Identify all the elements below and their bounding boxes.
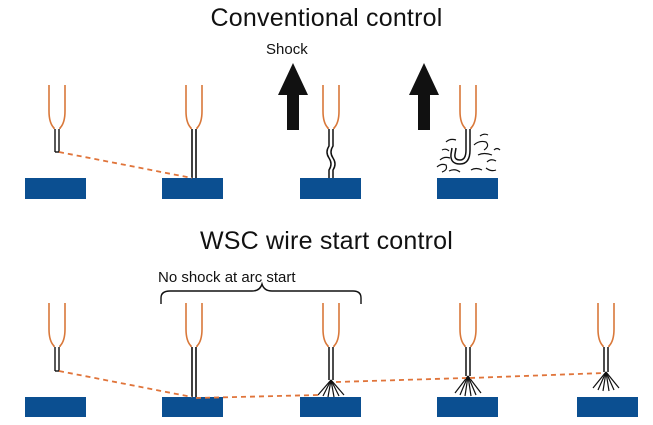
torch-conv-1: [48, 84, 66, 153]
arc-spark-wsc-5: [592, 371, 620, 392]
torch-wsc-4: [454, 302, 482, 397]
shock-arrow-2: [409, 63, 439, 130]
workpiece-plate-wsc-1: [25, 397, 86, 417]
workpiece-plate-conv-4: [437, 178, 498, 199]
workpiece-plate-wsc-5: [577, 397, 638, 417]
torch-conv-3: [322, 84, 340, 178]
no-shock-label: No shock at arc start: [158, 269, 296, 286]
arc-spark-wsc-3: [317, 379, 345, 398]
torch-conv-4: [436, 84, 501, 173]
workpiece-plate-conv-1: [25, 178, 86, 199]
torch-wsc-2: [185, 302, 203, 397]
no-shock-bracket: [160, 281, 362, 304]
shock-label: Shock: [266, 41, 308, 58]
shock-arrow-1: [278, 63, 308, 130]
torch-wsc-1: [48, 302, 66, 372]
wsc-control-title: WSC wire start control: [199, 227, 454, 255]
workpiece-plate-wsc-4: [437, 397, 498, 417]
torch-conv-2: [185, 84, 203, 178]
workpiece-plate-wsc-3: [300, 397, 361, 417]
torch-wsc-5: [592, 302, 620, 392]
torch-wsc-3: [317, 302, 345, 398]
torch-travel-path-conv: [58, 151, 193, 179]
workpiece-plate-conv-2: [162, 178, 223, 199]
spatter-marks: [436, 133, 501, 173]
workpiece-plate-conv-3: [300, 178, 361, 199]
conventional-control-title: Conventional control: [210, 4, 443, 32]
workpiece-plate-wsc-2: [162, 397, 223, 417]
torch-travel-path-wsc: [58, 370, 605, 399]
arc-spark-wsc-4: [454, 375, 482, 397]
